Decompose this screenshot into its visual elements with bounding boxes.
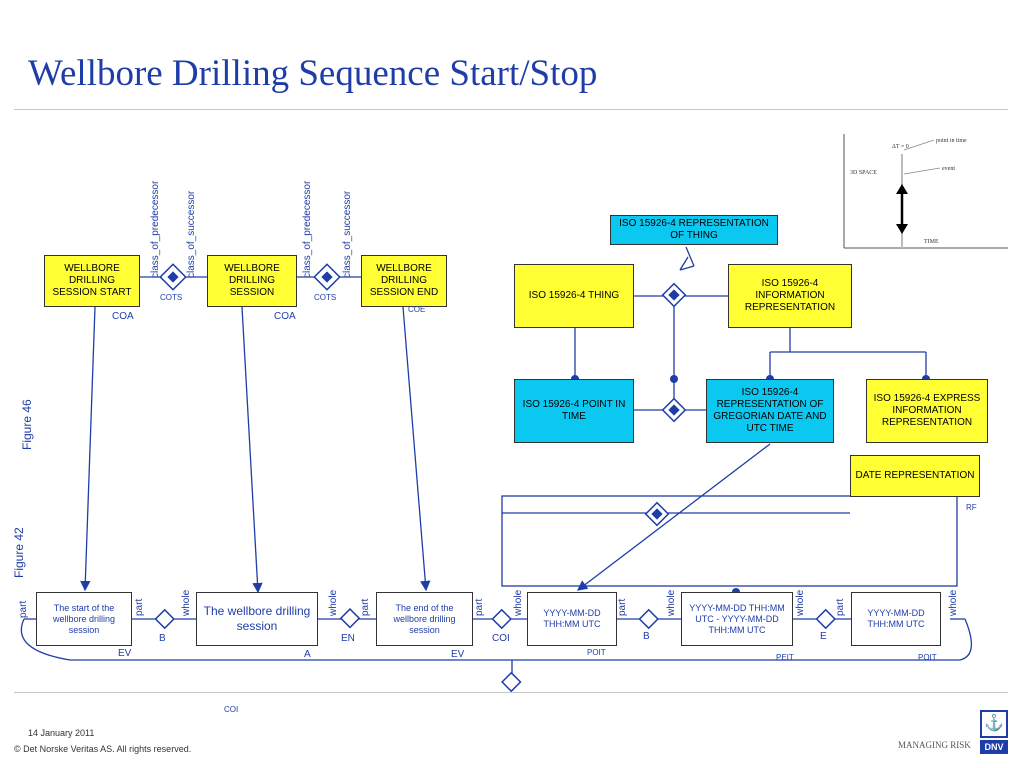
anchor-icon: ⚓ (980, 710, 1008, 738)
label-whole-5: whole (795, 589, 806, 616)
box-session-end: WELLBORE DRILLING SESSION END (361, 255, 447, 307)
box-iso-info-rep: ISO 15926-4 INFORMATION REPRESENTATION (728, 264, 852, 328)
inset-delta-t: ΔT = 0 (892, 144, 909, 150)
label-coa-2: COA (274, 311, 296, 322)
box-iso-rep-gregorian: ISO 15926-4 REPRESENTATION OF GREGORIAN … (706, 379, 834, 443)
box-event-start: The start of the wellbore drilling sessi… (36, 592, 132, 646)
label-whole-1: whole (181, 589, 192, 616)
label-class-pred-2: class_of_predecessor (302, 180, 313, 278)
dnv-logo-text: DNV (980, 740, 1008, 754)
label-poit-1: POIT (587, 648, 606, 657)
box-iso-rep-thing: ISO 15926-4 REPRESENTATION OF THING (610, 215, 778, 245)
label-cots-1: COTS (160, 293, 183, 302)
inset-time: TIME (924, 239, 939, 245)
label-rf: RF (966, 503, 977, 512)
footer-date: 14 January 2011 (28, 728, 95, 738)
label-ev-1: EV (118, 648, 132, 659)
label-e: E (820, 631, 827, 642)
label-coe: COE (408, 305, 426, 314)
footer-copyright: © Det Norske Veritas AS. All rights rese… (14, 744, 192, 754)
box-time-1: YYYY-MM-DD THH:MM UTC (527, 592, 617, 646)
label-coa-1: COA (112, 311, 134, 322)
box-iso-thing: ISO 15926-4 THING (514, 264, 634, 328)
dnv-logo: ⚓ DNV (980, 710, 1008, 754)
box-event-session: The wellbore drilling session (196, 592, 318, 646)
label-part-6: part (835, 598, 846, 616)
label-figure-46: Figure 46 (20, 399, 34, 450)
label-whole-6: whole (948, 589, 959, 616)
label-cots-2: COTS (314, 293, 337, 302)
box-time-3: YYYY-MM-DD THH:MM UTC (851, 592, 941, 646)
box-session-start: WELLBORE DRILLING SESSION START (44, 255, 140, 307)
inset-event: event (942, 166, 955, 172)
box-iso-point-in-time: ISO 15926-4 POINT IN TIME (514, 379, 634, 443)
time-space-inset: point in time ΔT = 0 event 3D SPACE TIME (843, 134, 1008, 249)
footer-divider (14, 692, 1008, 693)
label-a: A (304, 649, 311, 660)
label-class-succ-1: class_of_successor (186, 190, 197, 278)
label-peit: PEIT (776, 653, 794, 662)
label-en: EN (341, 633, 355, 644)
box-iso-express: ISO 15926-4 EXPRESS INFORMATION REPRESEN… (866, 379, 988, 443)
label-part-2: part (134, 598, 145, 616)
label-figure-42: Figure 42 (12, 527, 26, 578)
label-whole-3: whole (513, 589, 524, 616)
label-class-pred-1: class_of_predecessor (150, 180, 161, 278)
inset-point-in-time: point in time (936, 138, 967, 144)
box-event-end: The end of the wellbore drilling session (376, 592, 473, 646)
label-whole-2: whole (328, 589, 339, 616)
label-part-5: part (617, 598, 628, 616)
page-title: Wellbore Drilling Sequence Start/Stop (28, 53, 598, 94)
label-part-4: part (474, 598, 485, 616)
label-whole-4: whole (666, 589, 677, 616)
label-class-succ-2: class_of_successor (342, 190, 353, 278)
label-coi-1: COI (492, 633, 510, 644)
label-poit-2: POIT (918, 653, 937, 662)
label-part-1: part (18, 600, 29, 618)
relation-diamonds (154, 263, 836, 693)
box-session: WELLBORE DRILLING SESSION (207, 255, 297, 307)
title-divider (14, 109, 1008, 110)
inset-space: 3D SPACE (850, 170, 877, 176)
label-ev-2: EV (451, 649, 465, 660)
label-b-2: B (643, 631, 650, 642)
box-time-2: YYYY-MM-DD THH:MM UTC - YYYY-MM-DD THH:M… (681, 592, 793, 646)
label-b-1: B (159, 633, 166, 644)
footer-managing-risk: MANAGING RISK (898, 740, 971, 750)
label-coi-2: COI (224, 705, 239, 714)
label-part-3: part (360, 598, 371, 616)
box-date-representation: DATE REPRESENTATION (850, 455, 980, 497)
